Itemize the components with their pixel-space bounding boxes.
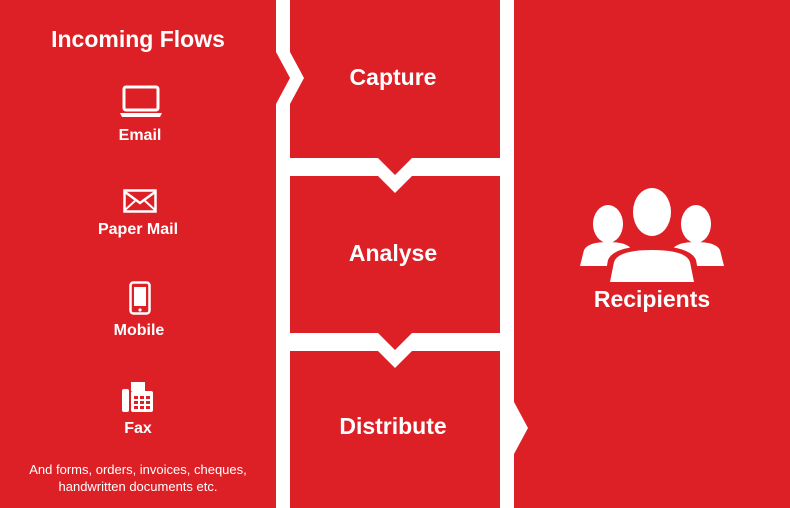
people-group-icon [580, 186, 724, 282]
step-distribute-label: Distribute [339, 413, 447, 439]
fax-label: Fax [124, 420, 152, 437]
paper-mail-label: Paper Mail [97, 221, 179, 238]
email-label: Email [118, 127, 162, 144]
footnote-line-1: And forms, orders, invoices, cheques, [29, 462, 247, 477]
footnote-line-2: handwritten documents etc. [58, 479, 218, 494]
fax-icon [122, 382, 153, 412]
analyse-block [290, 176, 500, 350]
step-capture-label: Capture [349, 64, 437, 90]
capture-block [290, 0, 500, 175]
mobile-phone-icon [129, 281, 151, 315]
envelope-icon [123, 189, 157, 213]
incoming-panel [0, 0, 290, 508]
recipients-label: Recipients [593, 286, 711, 312]
distribute-block [290, 351, 500, 508]
step-analyse-label: Analyse [348, 240, 438, 266]
mobile-label: Mobile [113, 322, 165, 339]
laptop-icon [120, 85, 162, 117]
incoming-flows-title: Incoming Flows [51, 26, 225, 52]
